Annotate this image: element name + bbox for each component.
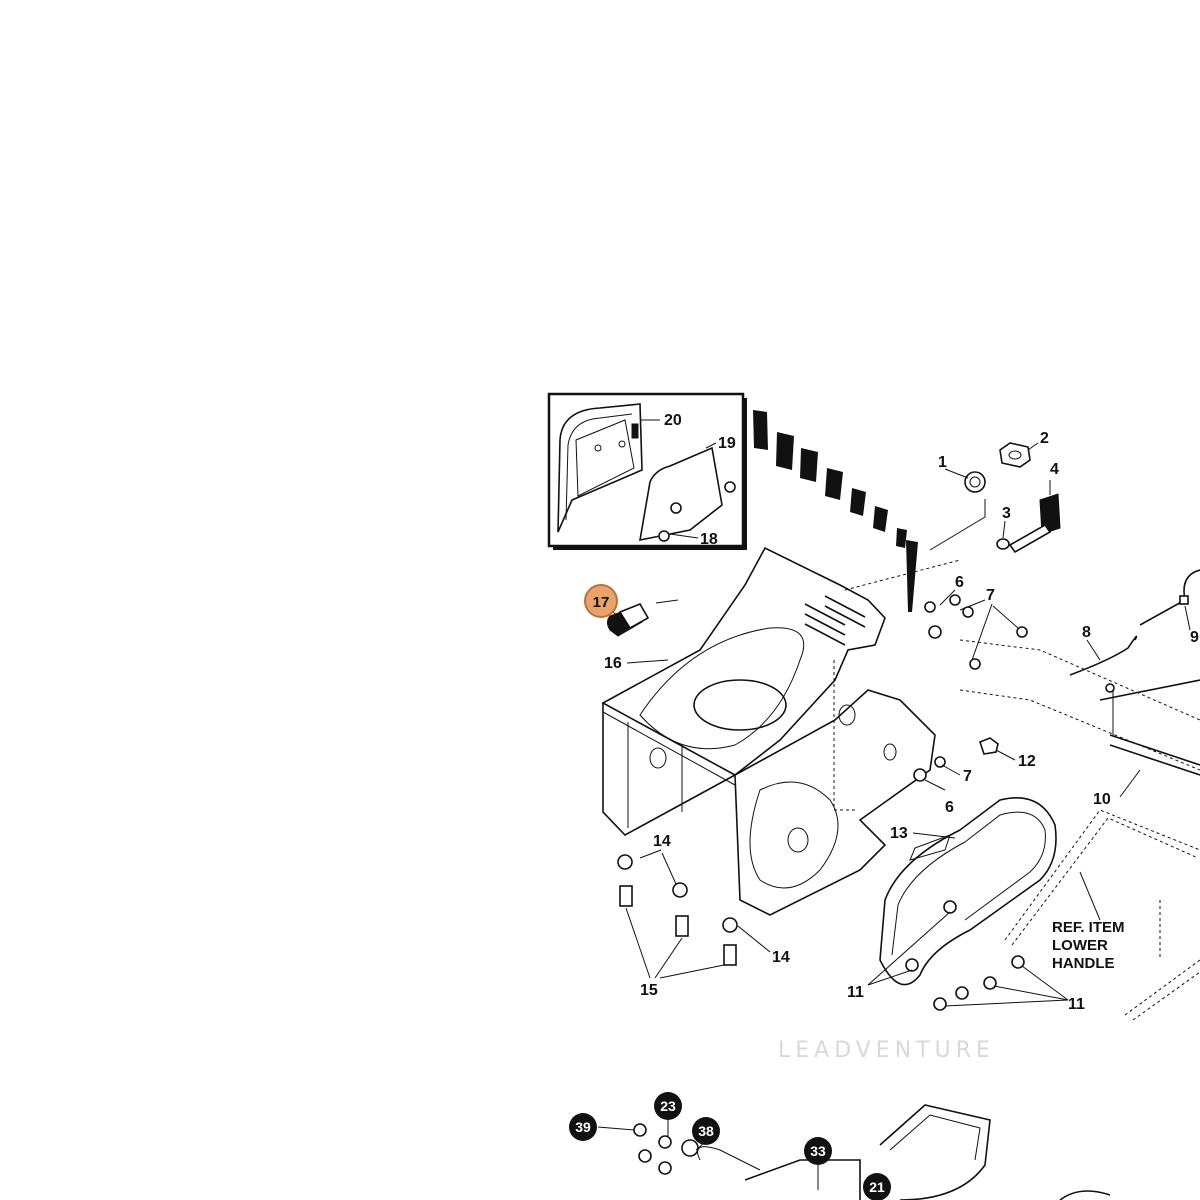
callout-2[interactable]: 2 (1040, 430, 1049, 447)
callout-1[interactable]: 1 (938, 454, 947, 471)
dark-callout-38[interactable]: 38 (692, 1117, 720, 1145)
zoom-connector (753, 410, 918, 612)
callout-7-bottom[interactable]: 7 (963, 768, 972, 785)
leader-lines (611, 442, 1191, 1007)
lower-assembly (597, 1104, 1111, 1200)
callout-10[interactable]: 10 (1093, 791, 1111, 808)
dark-callout-23-label[interactable]: 23 (660, 1098, 676, 1114)
callout-15[interactable]: 15 (640, 982, 658, 999)
inset-detail-box (547, 392, 747, 550)
dark-callout-38-label[interactable]: 38 (698, 1123, 714, 1139)
dark-callout-39-label[interactable]: 39 (575, 1119, 591, 1135)
callout-17-highlighted[interactable]: 17 (584, 584, 618, 618)
callout-11-left[interactable]: 11 (847, 984, 864, 1001)
callout-9[interactable]: 9 (1190, 629, 1199, 646)
callout-labels: 1 2 3 4 6 7 8 9 12 7 6 10 13 16 14 14 15… (604, 412, 1199, 1013)
callout-11-right[interactable]: 11 (1068, 996, 1085, 1013)
hardware-items (607, 442, 1061, 1011)
callout-8[interactable]: 8 (1082, 624, 1091, 641)
dark-callout-33[interactable]: 33 (804, 1137, 832, 1165)
callout-16[interactable]: 16 (604, 655, 622, 672)
ref-note-line1: REF. ITEM (1052, 919, 1125, 936)
highlight-marker[interactable] (584, 584, 618, 618)
right-bracket (1069, 569, 1200, 776)
callout-6-bottom[interactable]: 6 (945, 799, 954, 816)
housing-assembly (601, 546, 961, 916)
ref-note-line3: HANDLE (1052, 955, 1115, 972)
callout-20[interactable]: 20 (664, 412, 682, 429)
callout-13[interactable]: 13 (890, 825, 908, 842)
ref-note-line2: LOWER (1052, 937, 1108, 954)
callout-6-top[interactable]: 6 (955, 574, 964, 591)
dark-callout-33-label[interactable]: 33 (810, 1143, 826, 1159)
dark-callouts: 39 23 38 33 21 (569, 1092, 891, 1200)
callout-3[interactable]: 3 (1002, 505, 1011, 522)
callout-17-label[interactable]: 17 (593, 594, 610, 611)
ref-note: REF. ITEM LOWER HANDLE (1052, 919, 1125, 972)
dark-callout-39[interactable]: 39 (569, 1113, 597, 1141)
dark-callout-23[interactable]: 23 (654, 1092, 682, 1120)
callout-14-left[interactable]: 14 (653, 833, 671, 850)
callout-14-right[interactable]: 14 (772, 949, 790, 966)
callout-7-top[interactable]: 7 (986, 587, 995, 604)
callout-12[interactable]: 12 (1018, 753, 1036, 770)
watermark: LEADVENTURE (778, 1038, 995, 1063)
callout-18[interactable]: 18 (700, 531, 718, 548)
callout-19[interactable]: 19 (718, 435, 736, 452)
dark-callout-21-label[interactable]: 21 (869, 1179, 885, 1195)
dark-callout-21[interactable]: 21 (863, 1173, 891, 1200)
callout-4[interactable]: 4 (1050, 461, 1059, 478)
belt-cover (879, 796, 1057, 986)
